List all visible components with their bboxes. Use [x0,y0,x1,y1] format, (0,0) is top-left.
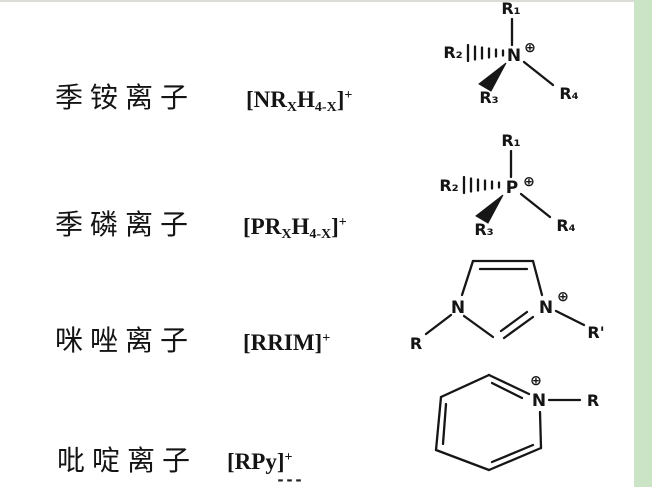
bond-r4 [522,60,555,87]
formula-sub: 4-X [309,227,332,242]
ring-bond-lowerleft-bottom [434,448,491,472]
right-accent-strip [634,0,652,487]
formula-quaternary-phosphonium: [PRXH4-X]+ [243,210,347,248]
r-right-label: R' [587,323,604,342]
formula-imidazolium: [RRIM]+ [243,326,330,356]
ring-bond-left [434,395,443,452]
r1-label: R₁ [501,0,520,18]
formula-open: [RPy [227,449,277,474]
formula-open: [PR [243,214,282,239]
top-border-line [0,0,652,2]
n-right-label: N [539,298,553,318]
ring-bond-bottom-lowerright-inner [490,443,535,464]
label-imidazolium: 咪唑离子 [55,326,196,357]
r2-label: R₂ [439,176,458,195]
plus-charge-icon: ⊕ [530,373,542,389]
formula-close: ] [276,449,285,474]
hash-wedge-bond-r2 [462,175,501,195]
formula-open: [RRIM [243,330,315,355]
structure-quaternary-ammonium: R₁ N ⊕ R₂ R₃ R₄ [443,0,578,107]
r2-label: R₂ [443,43,462,62]
structure-pyridinium: N ⊕ R [434,373,599,472]
bond-r4 [519,192,552,219]
solid-wedge-bond-r3 [475,194,504,224]
imidazolium-ring [460,259,544,340]
hash-wedge-bond-r2 [466,43,505,63]
structure-quaternary-phosphonium: R₁ P ⊕ R₂ R₃ R₄ [439,131,575,239]
r1-label: R₁ [501,131,520,150]
ring-bond-top-n-inner [490,381,524,400]
structure-imidazolium: N N ⊕ R R' [410,259,605,353]
label-quaternary-phosphonium: 季磷离子 [55,210,196,241]
bond-r-right [554,309,586,327]
label-quaternary-ammonium: 季铵离子 [55,83,196,114]
formula-charge: + [284,450,293,465]
r4-label: R₄ [556,216,575,235]
formula-sub: X [281,227,292,242]
ring-bond-left-inner [441,402,448,446]
ring-bond-top-n [487,373,531,396]
plus-charge-icon: ⊕ [557,289,569,305]
n-left-label: N [451,298,465,318]
ring-bond-c4n3 [531,259,544,297]
label-pyridinium: 吡啶离子 [57,446,198,477]
r3-label: R₃ [474,220,493,239]
center-atom-label: P [506,178,518,198]
ring-bond-n1c2 [462,314,495,339]
ring-bond-top-upperleft [439,373,491,399]
formula-mid: H [297,87,315,112]
center-atom-label: N [507,46,521,66]
plus-charge-icon: ⊕ [523,174,535,190]
formula-sub: 4-X [314,100,337,115]
ring-bond-c2n3 [502,315,535,340]
ring-bond-lowerright-n [538,410,543,450]
underline-dashes: --- [276,471,304,487]
r4-label: R₄ [559,84,578,103]
r-label: R [587,391,599,410]
bond-r-left [424,313,453,336]
n-label: N [532,391,546,411]
formula-open: [NR [246,87,287,112]
formula-mid: H [291,214,310,239]
ring-bond-bottom-lowerright [487,446,543,472]
plus-charge-icon: ⊕ [524,40,536,56]
formula-sub: X [286,100,298,115]
formula-close: ] [336,87,345,112]
formula-charge: + [322,331,331,346]
formula-close: ] [314,330,323,355]
formula-charge: + [338,215,347,230]
formula-charge: + [344,88,353,103]
formula-pyridinium: [RPy]+ [227,445,292,475]
r3-label: R₃ [479,88,498,107]
r-left-label: R [410,334,422,353]
pyridinium-ring [434,373,543,472]
solid-wedge-bond-r3 [478,62,507,92]
ring-bond-c5n1 [460,259,475,297]
formula-close: ] [331,214,339,239]
ring-bond-c2n3-inner [499,310,529,333]
formula-quaternary-ammonium: [NRXH4-X]+ [246,83,352,121]
